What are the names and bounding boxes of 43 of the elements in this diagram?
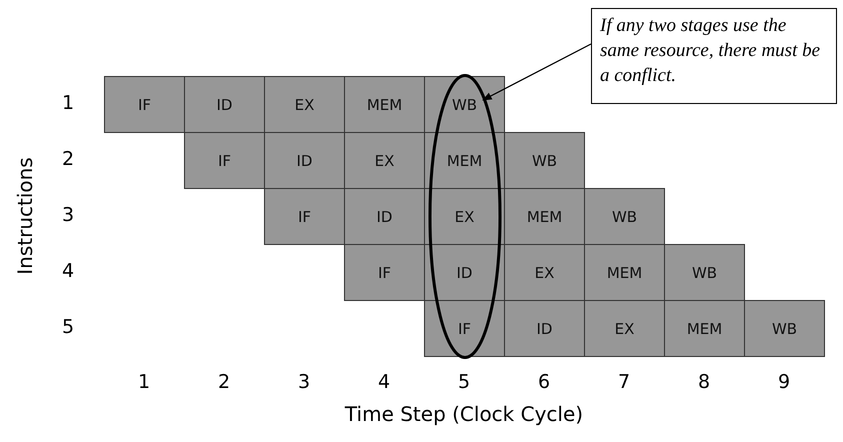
row-number: 3 xyxy=(62,204,74,226)
row-number: 4 xyxy=(62,260,74,282)
pipeline-stage-cell: ID xyxy=(264,132,345,189)
pipeline-stage-cell: EX xyxy=(344,132,425,189)
pipeline-stage-cell: ID xyxy=(424,244,505,301)
pipeline-stage-cell: IF xyxy=(184,132,265,189)
column-number: 6 xyxy=(538,371,550,393)
pipeline-stage-cell: MEM xyxy=(424,132,505,189)
pipeline-stage-cell: WB xyxy=(504,132,585,189)
pipeline-stage-cell: EX xyxy=(504,244,585,301)
row-number: 1 xyxy=(62,92,74,114)
column-number: 8 xyxy=(698,371,710,393)
pipeline-stage-cell: ID xyxy=(504,300,585,357)
pipeline-stage-cell: WB xyxy=(744,300,825,357)
pipeline-stage-cell: EX xyxy=(584,300,665,357)
axis-title: Time Step (Clock Cycle) xyxy=(344,402,584,426)
pipeline-stage-cell: ID xyxy=(184,76,265,133)
pipeline-stage-cell: IF xyxy=(104,76,185,133)
highlight-ellipse xyxy=(428,74,502,359)
column-number: 7 xyxy=(618,371,630,393)
pipeline-stage-cell: MEM xyxy=(504,188,585,245)
row-number: 2 xyxy=(62,148,74,170)
column-number: 5 xyxy=(458,371,470,393)
column-number: 3 xyxy=(298,371,310,393)
pipeline-stage-cell: MEM xyxy=(344,76,425,133)
axis-title: Instructions xyxy=(13,157,37,275)
pipeline-stage-cell: WB xyxy=(584,188,665,245)
column-number: 4 xyxy=(378,371,390,393)
column-number: 9 xyxy=(778,371,790,393)
column-number: 1 xyxy=(138,371,150,393)
pipeline-stage-cell: EX xyxy=(424,188,505,245)
pipeline-stage-cell: IF xyxy=(344,244,425,301)
pipeline-stage-cell: MEM xyxy=(584,244,665,301)
pipeline-stage-cell: WB xyxy=(664,244,745,301)
leader-arrow xyxy=(482,43,592,101)
pipeline-stage-cell: IF xyxy=(424,300,505,357)
pipeline-stage-cell: EX xyxy=(264,76,345,133)
column-number: 2 xyxy=(218,371,230,393)
callout-box: If any two stages use the same resource, there must be a conflict. xyxy=(591,8,837,104)
pipeline-stage-cell: IF xyxy=(264,188,345,245)
row-number: 5 xyxy=(62,316,74,338)
pipeline-stage-cell: ID xyxy=(344,188,425,245)
pipeline-stage-cell: MEM xyxy=(664,300,745,357)
